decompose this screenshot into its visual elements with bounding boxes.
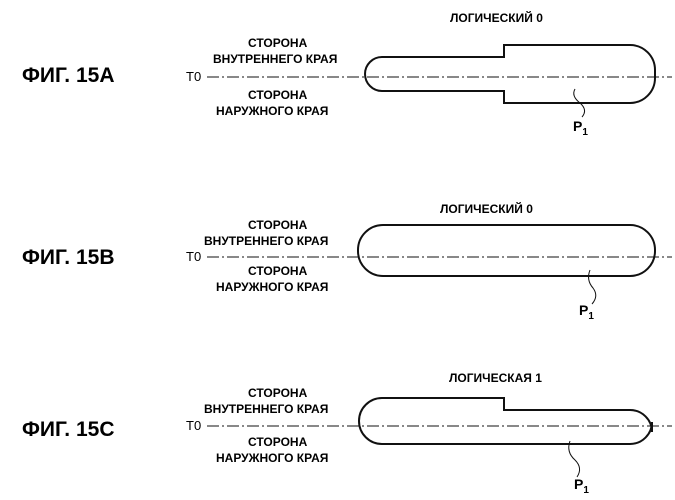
figure-label: ФИГ. 15В [22, 246, 115, 269]
pit-shape [365, 45, 655, 103]
pit-label: P1 [574, 476, 589, 496]
inner-side-label-line2: ВНУТРЕННЕГО КРАЯ [204, 402, 328, 416]
inner-side-label-line2: ВНУТРЕННЕГО КРАЯ [204, 234, 328, 248]
track-label: T0 [186, 418, 201, 433]
figure-label: ФИГ. 15С [22, 418, 115, 441]
track-label: T0 [186, 249, 201, 264]
outer-side-label-line1: СТОРОНА [248, 264, 308, 278]
pit-shape [359, 398, 652, 444]
pit-label: P1 [579, 302, 594, 322]
inner-side-label-line1: СТОРОНА [248, 36, 308, 50]
pit-leader-line [569, 441, 580, 477]
figure-15b: ФИГ. 15В ЛОГИЧЕСКИЙ 0 СТОРОНА ВНУТРЕННЕГ… [22, 201, 672, 322]
inner-side-label-line2: ВНУТРЕННЕГО КРАЯ [213, 52, 337, 66]
figure-15a: ФИГ. 15А ЛОГИЧЕСКИЙ 0 СТОРОНА ВНУТРЕННЕГ… [22, 10, 672, 138]
inner-side-label-line1: СТОРОНА [248, 386, 308, 400]
outer-side-label-line1: СТОРОНА [248, 88, 308, 102]
logic-label: ЛОГИЧЕСКАЯ 1 [449, 371, 542, 385]
outer-side-label-line2: НАРУЖНОГО КРАЯ [216, 451, 328, 465]
track-label: T0 [186, 69, 201, 84]
logic-label: ЛОГИЧЕСКИЙ 0 [440, 201, 533, 216]
inner-side-label-line1: СТОРОНА [248, 218, 308, 232]
pit-label: P1 [573, 118, 588, 138]
outer-side-label-line1: СТОРОНА [248, 435, 308, 449]
figure-label: ФИГ. 15А [22, 64, 115, 87]
logic-label: ЛОГИЧЕСКИЙ 0 [450, 10, 543, 25]
pit-shape [358, 225, 655, 276]
figure-15c: ФИГ. 15С ЛОГИЧЕСКАЯ 1 СТОРОНА ВНУТРЕННЕГ… [22, 371, 672, 496]
outer-side-label-line2: НАРУЖНОГО КРАЯ [216, 280, 328, 294]
outer-side-label-line2: НАРУЖНОГО КРАЯ [216, 104, 328, 118]
